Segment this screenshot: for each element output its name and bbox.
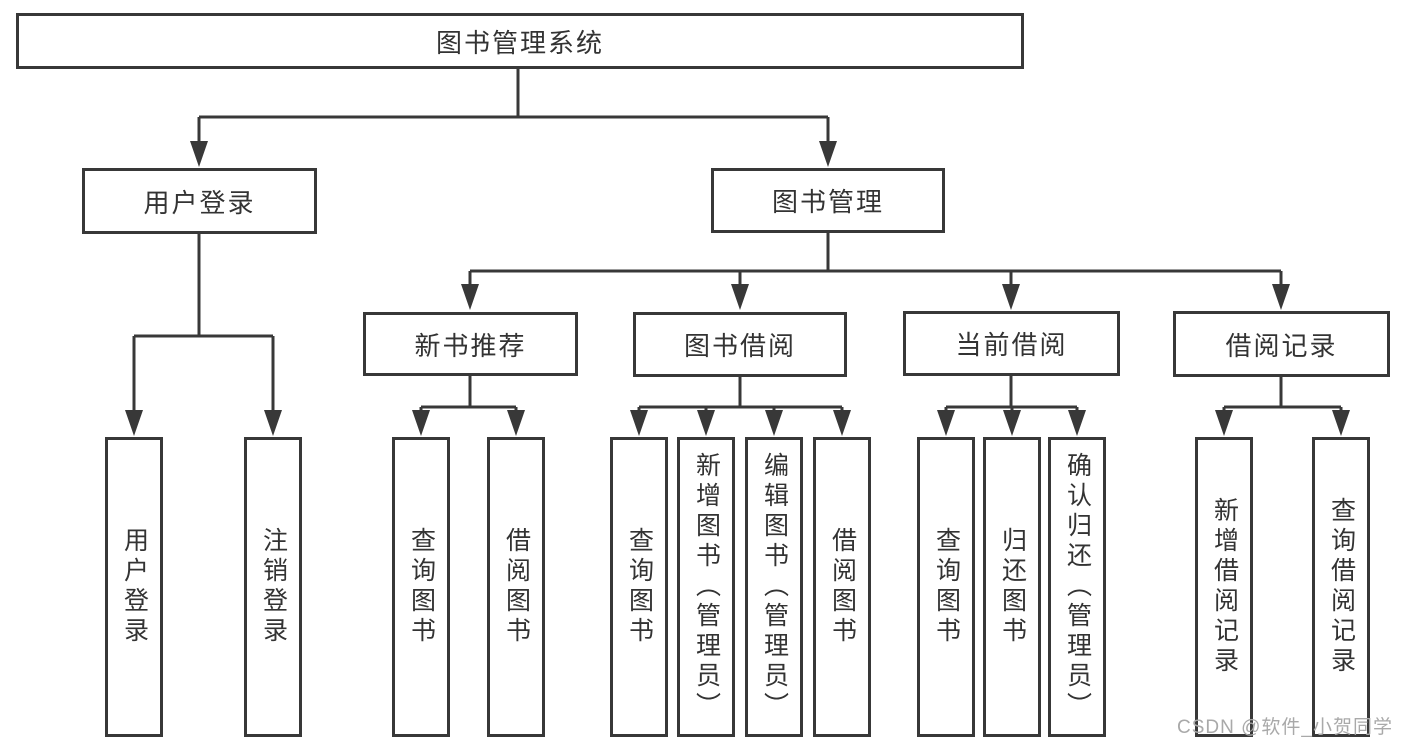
connector-current-borrow-to-children bbox=[944, 376, 1079, 412]
connector-root-to-level2 bbox=[197, 69, 830, 143]
node-borrow-books-borrow: 借阅图书 bbox=[813, 437, 871, 737]
node-add-borrow-record: 新增借阅记录 bbox=[1195, 437, 1253, 737]
node-query-borrow-record: 查询借阅记录 bbox=[1312, 437, 1370, 737]
node-query-books-borrow: 查询图书 bbox=[610, 437, 668, 737]
node-logout-login: 注销登录 bbox=[244, 437, 302, 737]
connector-user-login-to-children bbox=[132, 234, 275, 411]
connector-borrow-records-to-children bbox=[1222, 377, 1343, 412]
node-new-book-recommend: 新书推荐 bbox=[363, 312, 578, 376]
node-user-login-leaf: 用户登录 bbox=[105, 437, 163, 737]
node-confirm-return-admin: 确认归还（管理员） bbox=[1048, 437, 1106, 737]
node-user-login: 用户登录 bbox=[82, 168, 317, 234]
node-query-books-current: 查询图书 bbox=[917, 437, 975, 737]
connector-new-book-recommend-to-children bbox=[419, 376, 518, 412]
node-book-management: 图书管理 bbox=[711, 168, 945, 233]
node-query-books-recommend: 查询图书 bbox=[392, 437, 450, 737]
node-borrow-books-recommend: 借阅图书 bbox=[487, 437, 545, 737]
connector-book-borrow-to-children bbox=[637, 377, 844, 412]
node-book-borrow: 图书借阅 bbox=[633, 312, 847, 377]
node-current-borrow: 当前借阅 bbox=[903, 311, 1120, 376]
node-edit-book-admin: 编辑图书（管理员） bbox=[745, 437, 803, 737]
node-borrow-records: 借阅记录 bbox=[1173, 311, 1390, 377]
connector-book-management-to-level3 bbox=[468, 233, 1283, 286]
node-library-management-system: 图书管理系统 bbox=[16, 13, 1024, 69]
node-return-book: 归还图书 bbox=[983, 437, 1041, 737]
node-add-book-admin: 新增图书（管理员） bbox=[677, 437, 735, 737]
csdn-watermark: CSDN @软件_小贺同学 bbox=[1177, 717, 1393, 738]
